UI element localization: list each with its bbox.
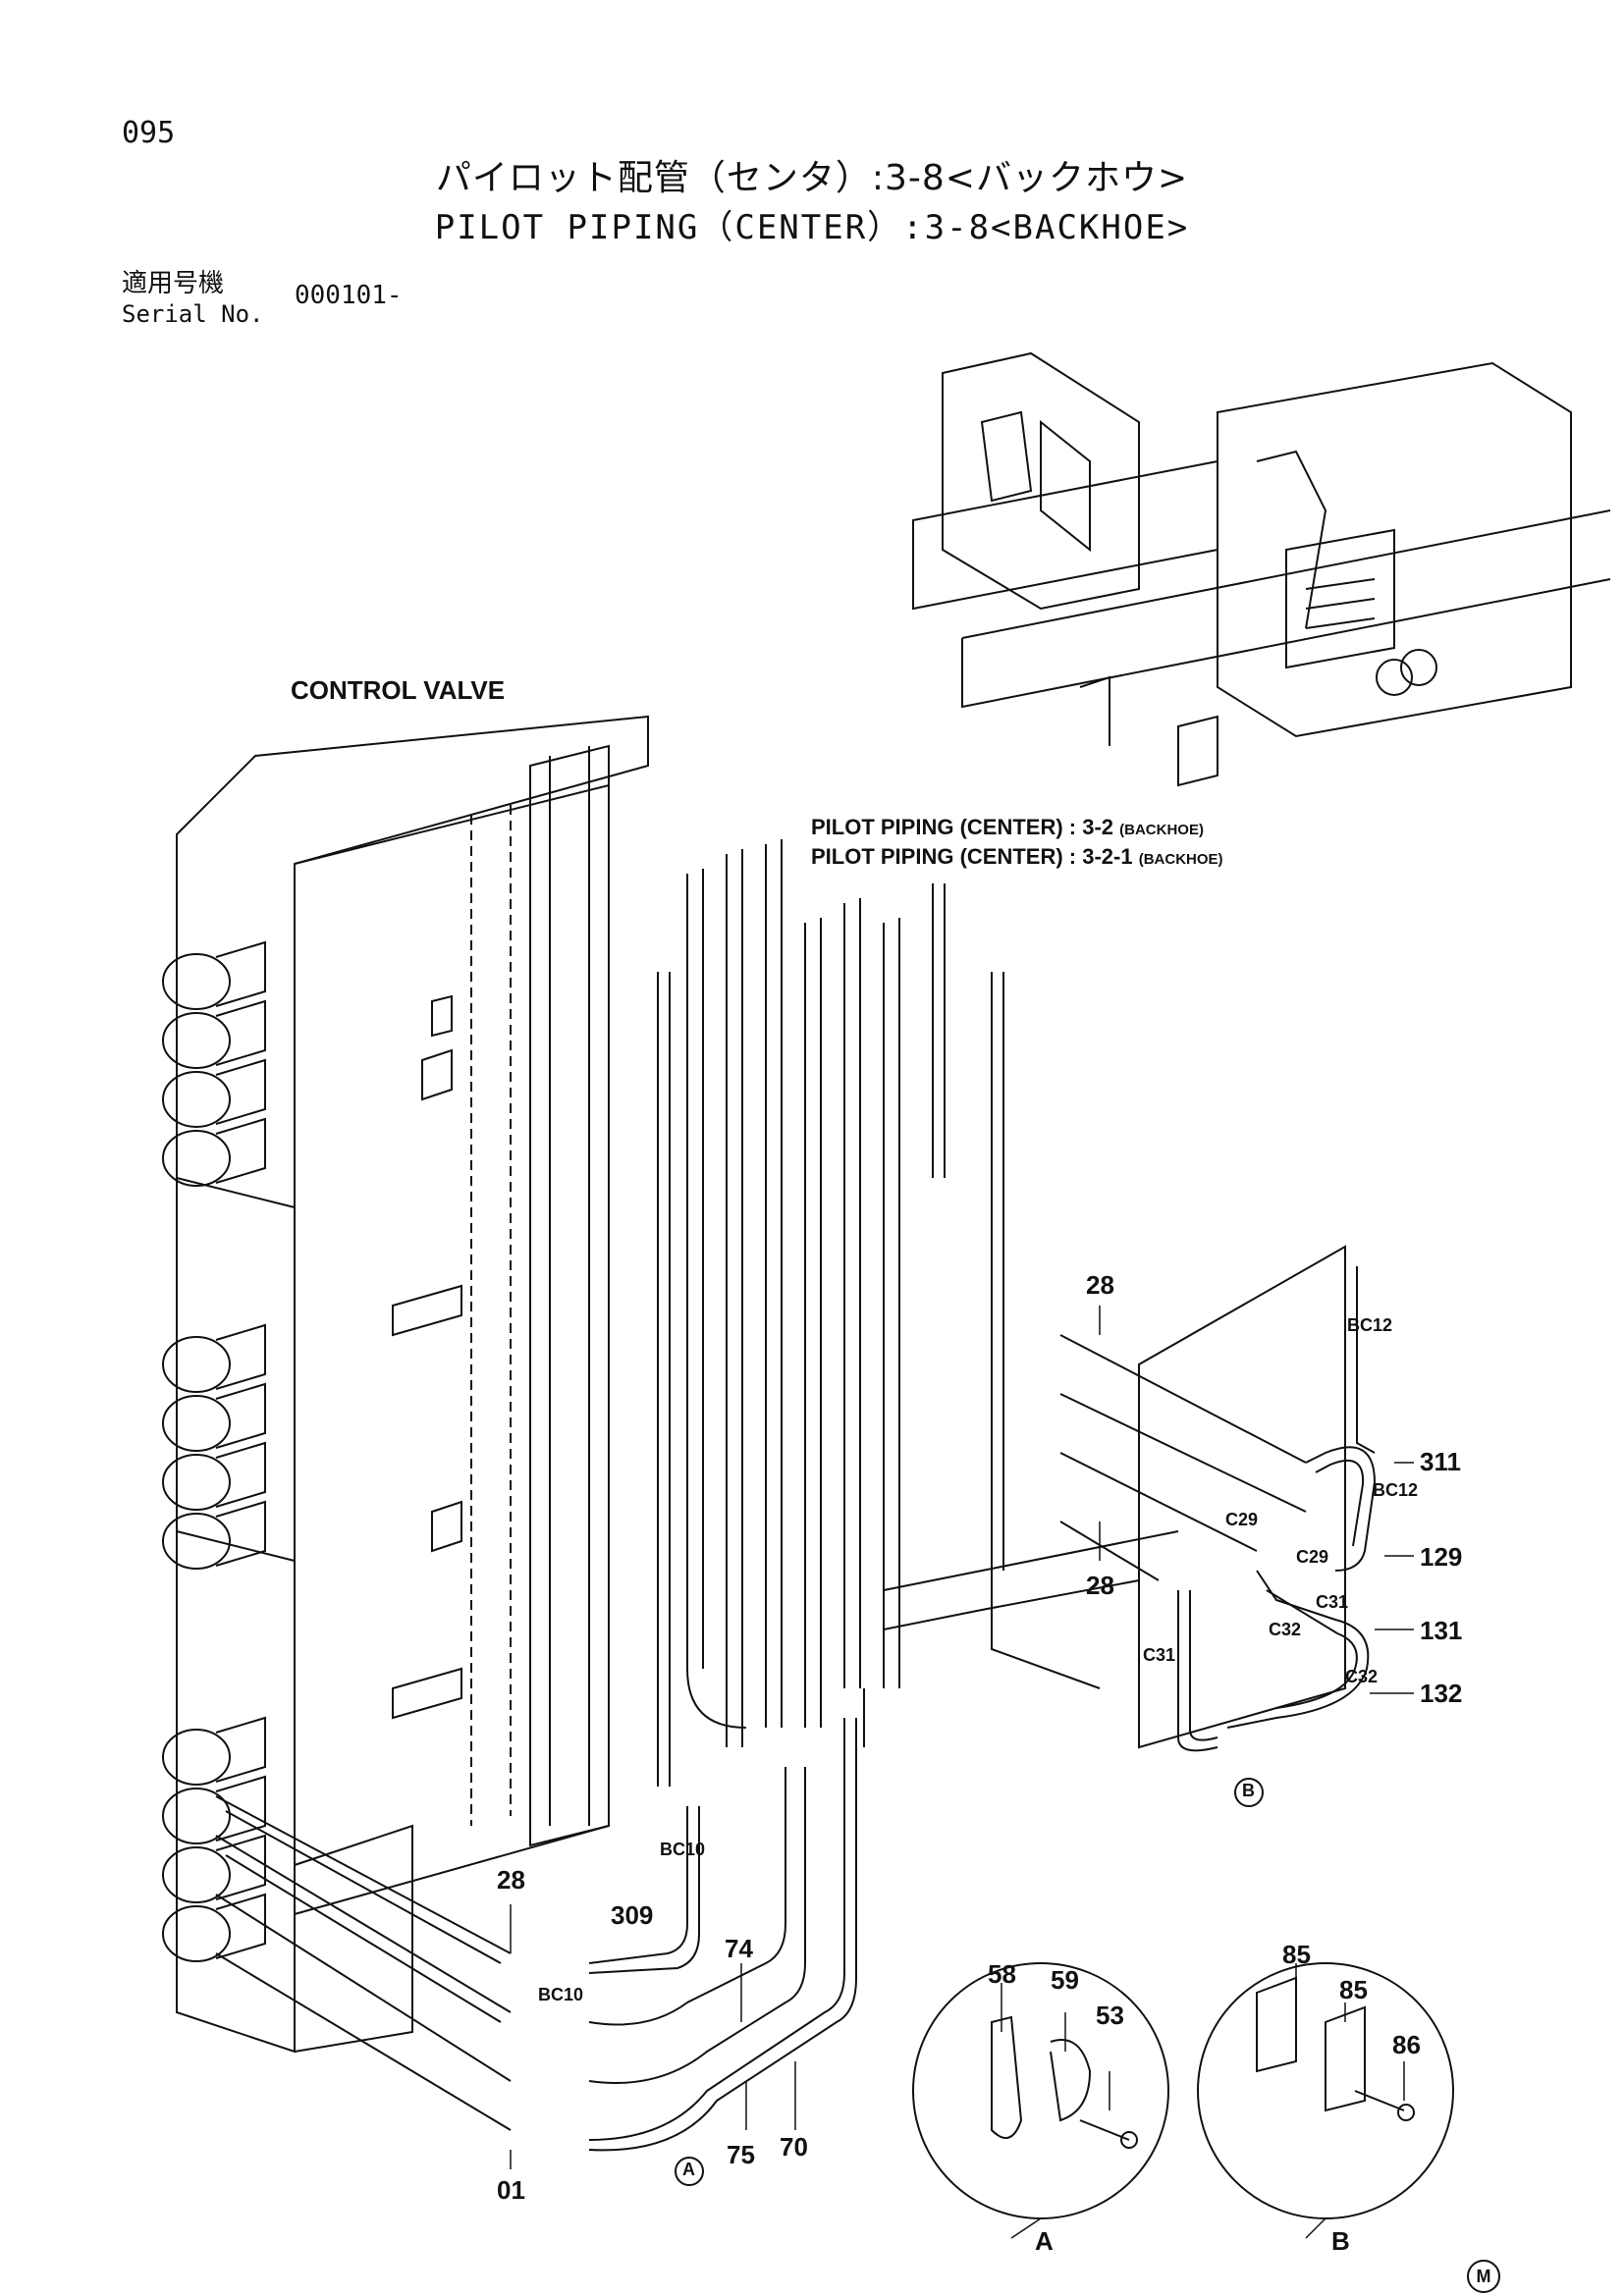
callout-circle-a	[675, 2157, 704, 2186]
callout-circle-a-letter: A	[682, 2160, 695, 2179]
callout-circle-b	[1234, 1778, 1264, 1807]
control-valve-label: CONTROL VALVE	[291, 675, 506, 705]
serial-label-japanese: 適用号機	[122, 269, 225, 298]
callout-131: 131	[1420, 1616, 1463, 1645]
code-c32-b: C32	[1345, 1667, 1379, 1686]
callout-129: 129	[1420, 1542, 1463, 1572]
serial-number-value: 000101-	[295, 281, 403, 310]
callout-59: 59	[1051, 1965, 1079, 1995]
code-c31-a: C31	[1316, 1592, 1349, 1612]
detail-view-b	[1197, 1962, 1454, 2219]
pilot-hose-bundle	[657, 839, 1004, 1787]
code-c32-a: C32	[1269, 1620, 1302, 1639]
callout-74: 74	[725, 1934, 753, 1963]
view-label-b: B	[1331, 2226, 1350, 2256]
code-c29-b: C29	[1296, 1547, 1329, 1567]
right-piping	[883, 1245, 1377, 1752]
code-bc10-a: BC10	[660, 1840, 706, 1859]
callout-28-bottom: 28	[1086, 1571, 1114, 1600]
code-bc12-b: BC12	[1373, 1480, 1419, 1500]
page-number: 095	[122, 116, 176, 150]
detail-view-a	[912, 1962, 1169, 2219]
callout-01: 01	[497, 2175, 525, 2205]
callout-58: 58	[988, 1959, 1016, 1989]
title-english: PILOT PIPING（CENTER）:3-8<BACKHOE>	[434, 208, 1190, 247]
reference-pilot-piping-3-2: PILOT PIPING (CENTER) : 3-2 (BACKHOE)	[811, 815, 1204, 839]
serial-label-english: Serial No.	[122, 300, 264, 328]
code-bc10-b: BC10	[538, 1985, 584, 2004]
reference-pilot-piping-3-2-1: PILOT PIPING (CENTER) : 3-2-1 (BACKHOE)	[811, 844, 1223, 869]
callout-85-b: 85	[1339, 1975, 1368, 2004]
manufacturer-mark: M	[1467, 2260, 1500, 2293]
callout-circle-b-letter: B	[1242, 1781, 1255, 1800]
callout-132: 132	[1420, 1679, 1463, 1708]
callout-75: 75	[727, 2140, 755, 2169]
callout-311: 311	[1420, 1447, 1461, 1476]
code-c31-b: C31	[1143, 1645, 1176, 1665]
code-c29-a: C29	[1225, 1510, 1259, 1529]
machine-overview-drawing	[912, 351, 1611, 787]
callout-85-a: 85	[1282, 1940, 1311, 1969]
callout-53: 53	[1096, 2001, 1124, 2030]
view-label-a: A	[1035, 2226, 1054, 2256]
title-japanese: パイロット配管（センタ）:3-8<バックホウ>	[435, 158, 1189, 198]
callout-86: 86	[1392, 2030, 1421, 2059]
leader-lines	[510, 1306, 1414, 2239]
control-valve-drawing	[162, 715, 649, 2054]
callout-70: 70	[780, 2132, 808, 2162]
callout-309: 309	[611, 1900, 654, 1930]
callout-28-top: 28	[1086, 1270, 1114, 1300]
lower-piping	[215, 1718, 857, 2152]
callout-28-left: 28	[497, 1865, 525, 1895]
code-bc12-a: BC12	[1347, 1315, 1393, 1335]
